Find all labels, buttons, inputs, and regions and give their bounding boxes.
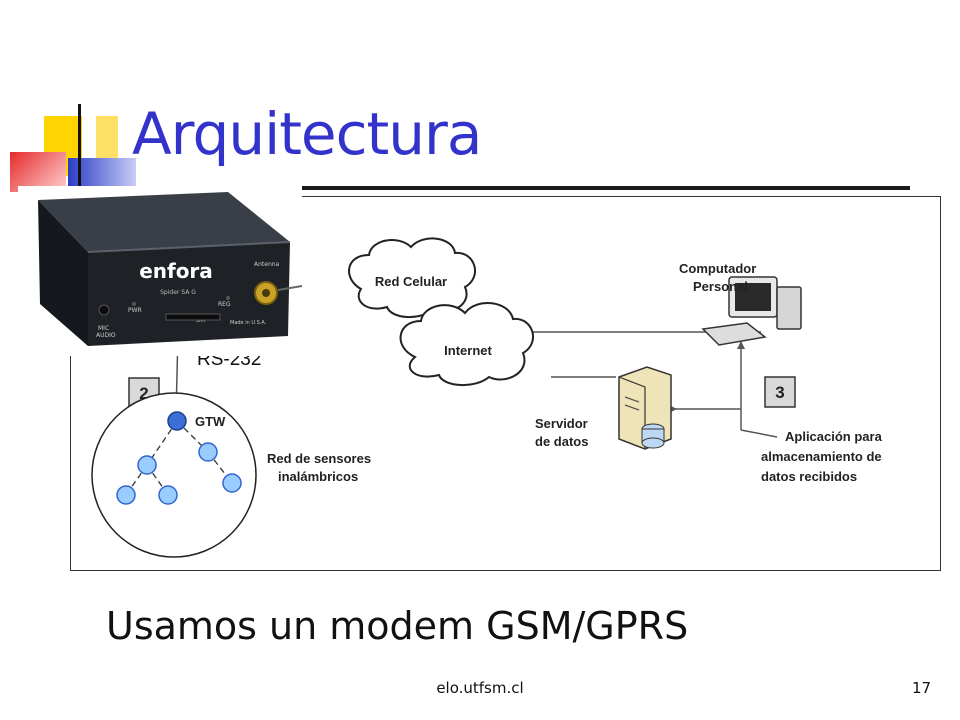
modem-model: Spider SA G [160,289,196,296]
modem-sim-label: SIM [196,318,205,324]
slide-caption: Usamos un modem GSM/GPRS [106,604,689,648]
modem-brand: enfora [139,259,213,283]
pwr-led-icon [132,302,136,306]
gateway-label: GTW [195,414,226,429]
page-number: 17 [912,679,932,697]
cloud-cell-label: Red Celular [375,274,447,289]
badge-3: 3 [764,376,796,408]
reg-led-icon [226,296,230,300]
modem-photo: enfora Spider SA G Antenna REG PWR MIC A… [18,186,302,356]
title-rule [300,186,910,190]
app-label-line3: datos recibidos [761,469,857,484]
server-label-line2: de datos [535,434,588,449]
modem-mic-label: MIC [98,325,109,332]
server-label-line1: Servidor [535,416,588,431]
modem-reg-label: REG [218,301,231,308]
logo-red-block [10,152,66,192]
pc-icon [701,276,802,346]
sensors-label-line2: inalámbricos [278,469,358,484]
logo-yellow-block-2 [96,116,118,160]
sensor-node [116,485,136,505]
sensor-node [222,473,242,493]
logo-vertical-line [78,104,81,186]
slide-title: Arquitectura [132,100,482,168]
sensor-network-boundary [91,392,257,558]
sensor-node [158,485,178,505]
cloud-cellular: Red Celular [348,237,476,318]
pc-label-line2: Personal [693,279,748,294]
gateway-node [167,411,187,431]
modem-made-in-label: Made in U.S.A. [230,320,267,326]
app-label-line2: almacenamiento de [761,449,882,464]
footer-site: elo.utfsm.cl [436,679,524,697]
modem-antenna-label: Antenna [254,261,280,268]
diagram-canvas: Red Celular Internet Computador Personal… [91,237,883,558]
cloud-internet: Internet [399,301,534,386]
link-app-pointer [740,429,778,438]
pc-label-line1: Computador [679,261,756,276]
modem-pwr-label: PWR [128,307,142,314]
modem-audio-label: AUDIO [96,332,116,339]
cloud-internet-label: Internet [444,343,492,358]
sensors-label-line1: Red de sensores [267,451,371,466]
app-label-line1: Aplicación para [785,429,883,444]
audio-jack-icon [98,304,110,316]
arrow-pc [737,341,745,349]
svg-text:3: 3 [775,383,784,402]
server-icon [618,366,672,450]
sensor-node [198,442,218,462]
sim-slot-icon [165,313,221,321]
sensor-node [137,455,157,475]
svg-text:2: 2 [139,384,148,403]
